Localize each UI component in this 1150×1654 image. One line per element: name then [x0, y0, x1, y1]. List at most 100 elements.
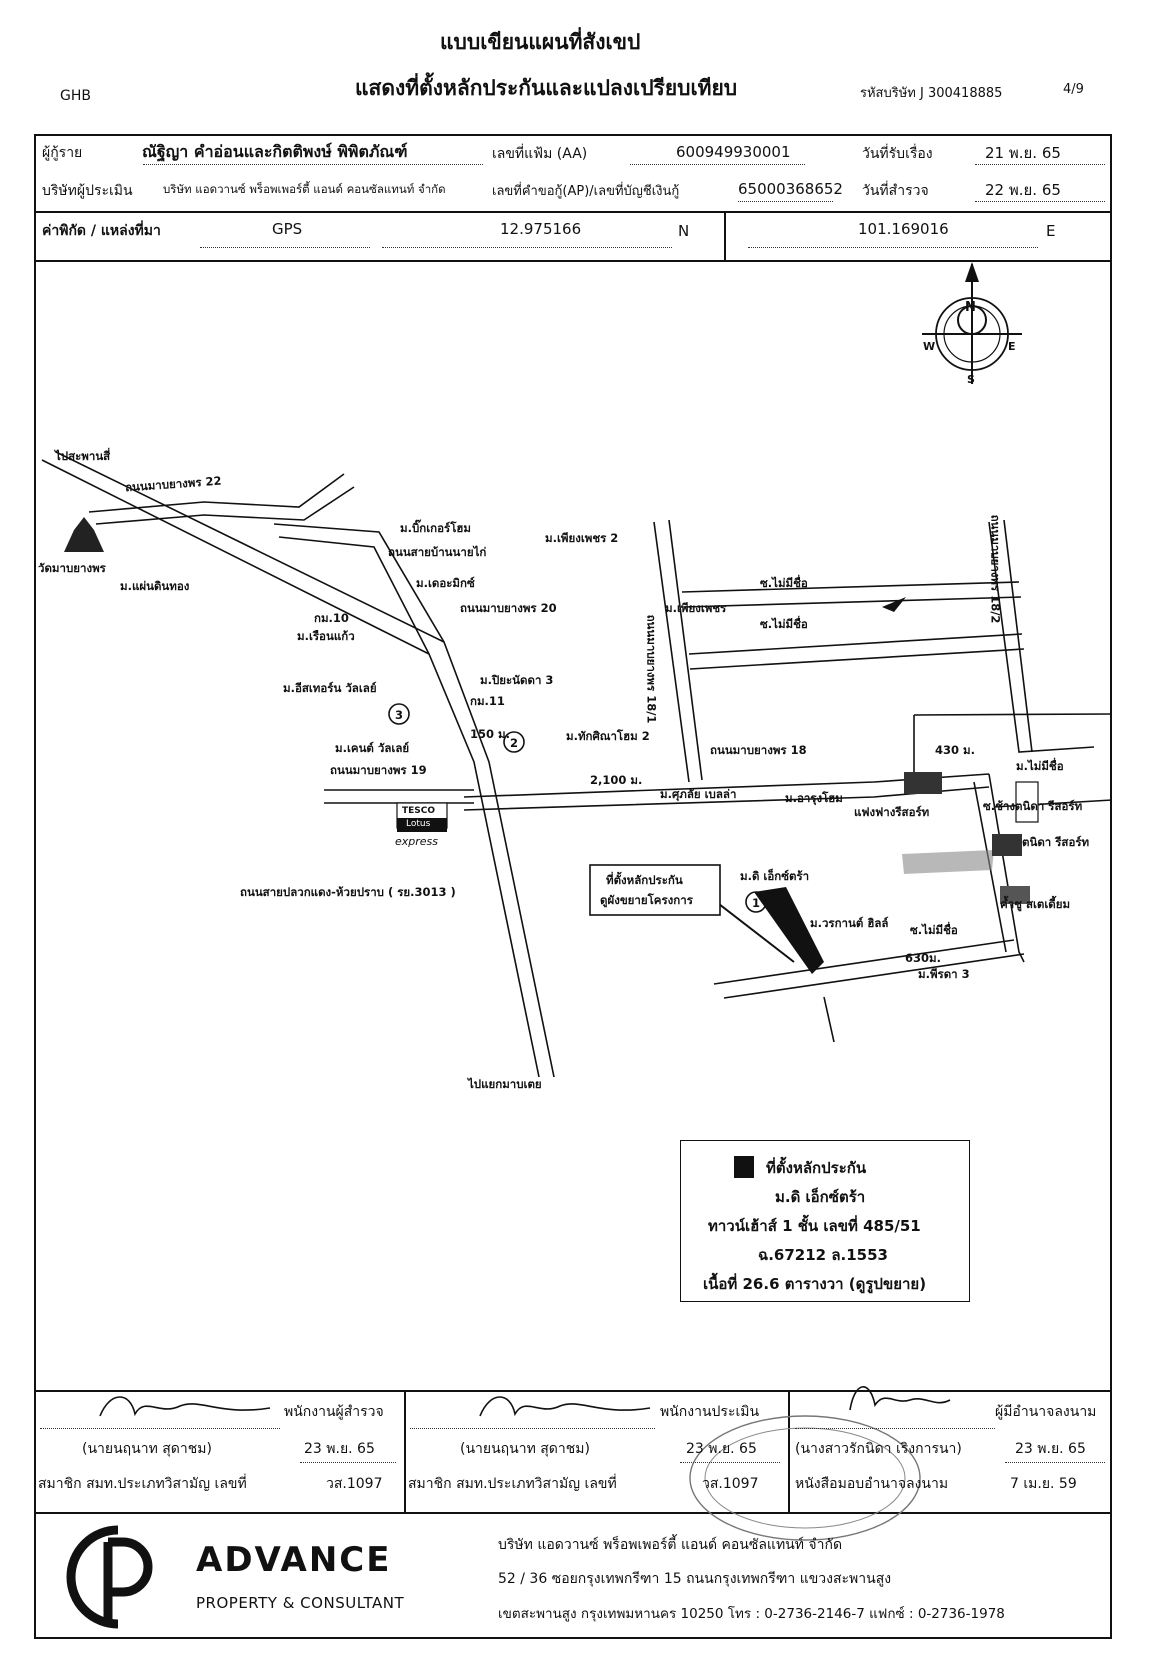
compass	[922, 262, 1022, 384]
bank-code: GHB	[60, 88, 91, 104]
surveyor-date: 23 พ.ย. 65	[304, 1441, 375, 1457]
survey-date-label: วันที่สำรวจ	[862, 183, 929, 199]
footer-address-2: 52 / 36 ซอยกรุงเทพกรีฑา 15 ถนนกรุงเทพกรี…	[498, 1571, 892, 1587]
compass-w: W	[923, 340, 936, 353]
coords-label: ค่าพิกัด / แหล่งที่มา	[42, 223, 161, 239]
label-soi-noname-1: ซ.ไม่มีชื่อ	[760, 576, 808, 590]
appraiser-member: สมาชิก สมท.ประเภทวิสามัญ เลขที่	[408, 1476, 617, 1492]
authority-role: ผู้มีอำนาจลงนาม	[995, 1404, 1097, 1420]
label-m-phirada: ม.พีรดา 3	[918, 967, 970, 981]
label-dist-150: 150 ม.	[470, 727, 510, 741]
label-road-19: ถนนมาบยางพร 19	[330, 763, 427, 777]
surveyor-member: สมาชิก สมท.ประเภทวิสามัญ เลขที่	[38, 1476, 247, 1492]
company-brand: ADVANCE	[196, 1540, 392, 1580]
appraiser-name: (นายนฤนาท สุดาชม)	[460, 1441, 590, 1457]
label-stadium: ค้ำชู สเตเดี้ยม	[1000, 897, 1071, 911]
page-title: แบบเขียนแผนที่สังเขป	[440, 30, 641, 54]
appraiser-date: 23 พ.ย. 65	[686, 1441, 757, 1457]
label-m-bigger: ม.บิ๊กเกอร์โฮม	[400, 521, 471, 535]
label-fangfang-resort: แฟงฟางรีสอร์ท	[854, 805, 930, 819]
authority-doc: หนังสือมอบอำนาจลงนาม	[795, 1476, 949, 1492]
label-km10: กม.10	[314, 611, 349, 625]
label-soi-noname-3: ซ.ไม่มีชื่อ	[910, 923, 958, 937]
label-m-sukanya: ม.ศุภลัย เบลล่า	[660, 787, 737, 801]
authority-doc-date: 7 เม.ย. 59	[1010, 1476, 1077, 1492]
location-map	[41, 262, 1112, 1078]
request-no-value: 65000368652	[738, 180, 843, 198]
file-no-label: เลขที่แฟ้ม (AA)	[492, 146, 588, 162]
label-road-18-2: ถนนมาบยางพร 18/2	[988, 514, 1003, 624]
main-road-line-a	[41, 459, 540, 1078]
label-dist-2100: 2,100 ม.	[590, 773, 643, 787]
compass-s: S	[967, 373, 975, 386]
appraiser-role: พนักงานประเมิน	[660, 1404, 760, 1420]
signature-surveyor	[99, 1396, 271, 1417]
appraiser-company-label: บริษัทผู้ประเมิน	[42, 183, 133, 199]
latitude-dir: N	[678, 222, 690, 240]
legend-box	[680, 1140, 970, 1302]
received-date-value: 21 พ.ย. 65	[985, 144, 1061, 162]
borrower-label: ผู้กู้ราย	[42, 145, 83, 161]
site-callout-line1: ที่ตั้งหลักประกัน	[606, 873, 683, 887]
legend-line-3: ทาวน์เฮ้าส์ 1 ชั้น เลขที่ 485/51	[708, 1217, 921, 1235]
site-callout-line2: ดูผังขยายโครงการ	[600, 893, 693, 907]
legend-line-4: ฉ.67212 ล.1553	[758, 1246, 888, 1264]
authority-date: 23 พ.ย. 65	[1015, 1441, 1086, 1457]
label-tanida-resort: ตนิดา รีสอร์ท	[1022, 835, 1090, 849]
label-m-kent: ม.เคนต์ วัลเลย์	[335, 741, 410, 755]
label-road-naichai: ถนนสายบ้านนายไก่	[388, 545, 487, 559]
borrower-name: ณัฐิญา คำอ่อนและกิตติพงษ์ พิพิตภัณฑ์	[142, 142, 408, 161]
signature-appraiser	[479, 1396, 651, 1417]
label-to-sapan-si: ไปสะพานสี่	[55, 449, 111, 463]
label-km11: กม.11	[470, 694, 505, 708]
marker-number-3: 3	[395, 708, 404, 722]
latitude-value: 12.975166	[500, 220, 582, 238]
label-m-the-mix: ม.เดอะมิกซ์	[416, 576, 475, 590]
label-road-18: ถนนมาบยางพร 18	[710, 743, 807, 757]
footer-address-1: บริษัท แอดวานซ์ พร็อพเพอร์ตี้ แอนด์ คอนซ…	[498, 1537, 843, 1553]
longitude-dir: E	[1046, 222, 1056, 240]
company-logo-icon	[66, 1525, 153, 1629]
label-m-arun: ม.อารุงโฮม	[785, 791, 843, 805]
marker-number-1: 1	[752, 896, 761, 910]
marker-number-2: 2	[510, 736, 519, 750]
label-road-3013: ถนนสายปลวกแดง-ห้วยปราบ ( รย.3013 )	[240, 885, 456, 899]
label-wat: วัดมาบยางพร	[38, 561, 106, 575]
tesco-logo-line3: express	[395, 835, 439, 848]
label-road-20: ถนนมาบยางพร 20	[460, 601, 557, 615]
label-soi-noname-2: ซ.ไม่มีชื่อ	[760, 617, 808, 631]
label-road-18-1: ถนนมาบยางพร 18/1	[644, 614, 659, 724]
tesco-logo-line2: Lotus	[406, 819, 431, 829]
legend-line-2: ม.ดิ เอ็กซ์ตร้า	[775, 1188, 866, 1206]
longitude-value: 101.169016	[858, 220, 949, 238]
surveyor-role: พนักงานผู้สำรวจ	[284, 1404, 384, 1420]
signature-authority	[849, 1386, 951, 1411]
surveyor-name: (นายนฤนาท สุดาชม)	[82, 1441, 212, 1457]
company-brand-sub: PROPERTY & CONSULTANT	[196, 1594, 405, 1612]
page-subtitle: แสดงที่ตั้งหลักประกันและแปลงเปรียบเทียบ	[355, 76, 738, 100]
appraiser-company-value: บริษัท แอดวานซ์ พร็อพเพอร์ตี้ แอนด์ คอนซ…	[163, 182, 446, 196]
label-to-map-tao: ไปแยกมาบเตย	[468, 1077, 542, 1091]
request-no-label: เลขที่คำขอกู้(AP)/เลขที่บัญชีเงินกู้	[492, 184, 680, 199]
label-dist-430: 430 ม.	[935, 743, 975, 757]
form-frame	[34, 134, 1112, 1639]
label-dist-630: 630ม.	[905, 951, 941, 965]
legend-line-5: เนื้อที่ 26.6 ตารางวา (ดูรูปขยาย)	[703, 1275, 927, 1293]
coords-source: GPS	[272, 220, 303, 238]
label-m-woraka: ม.วรกานต์ ฮิลล์	[810, 916, 889, 930]
label-m-ruenkaew: ม.เรือนแก้ว	[297, 629, 355, 643]
label-m-phiangphet: ม.เพียงเพชร	[665, 601, 727, 615]
label-m-the-extra: ม.ดิ เอ็กซ์ตร้า	[740, 869, 810, 883]
file-no-value: 600949930001	[676, 143, 791, 161]
page-number: 4/9	[1063, 82, 1084, 97]
label-m-paendin: ม.แผ่นดินทอง	[120, 579, 190, 593]
compass-e: E	[1008, 340, 1016, 353]
label-soi-chang-tanida: ซ.ช้างตนิดา รีสอร์ท	[983, 799, 1083, 813]
label-m-phiangphet2: ม.เพียงเพชร 2	[545, 531, 619, 545]
label-m-piyanut: ม.ปิยะนัดดา 3	[480, 673, 554, 687]
surveyor-member-no: วส.1097	[326, 1476, 383, 1492]
company-code: รหัสบริษัท J 300418885	[860, 86, 1003, 101]
compass-n: N	[965, 300, 976, 315]
label-m-noname: ม.ไม่มีชื่อ	[1016, 759, 1064, 773]
legend-swatch	[734, 1156, 754, 1178]
